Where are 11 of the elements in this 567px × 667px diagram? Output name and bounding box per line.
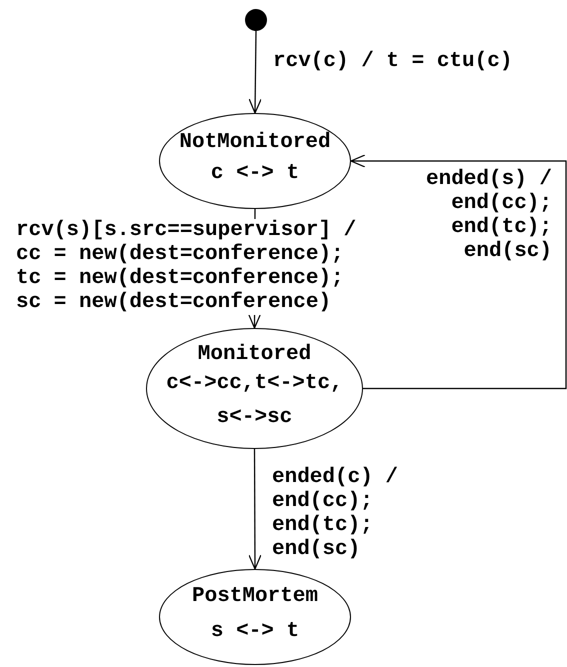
arrow [350,154,567,390]
state-detail: c<->cc,t<->tc, s<->sc [166,370,343,430]
initial-state-dot [245,9,267,31]
state-detail: s <-> t [210,619,300,645]
edge-label: rcv(s)[s.src==supervisor] / cc = new(dest=conference); tc = new(dest=conference); sc = new(dest=conference) [16,219,358,315]
state-name: Monitored [198,342,312,366]
arrow [248,31,262,114]
state-name: NotMonitored [179,131,331,155]
state-detail: c <-> t [210,161,300,187]
arrow [248,449,262,570]
state-name: PostMortem [192,585,318,609]
